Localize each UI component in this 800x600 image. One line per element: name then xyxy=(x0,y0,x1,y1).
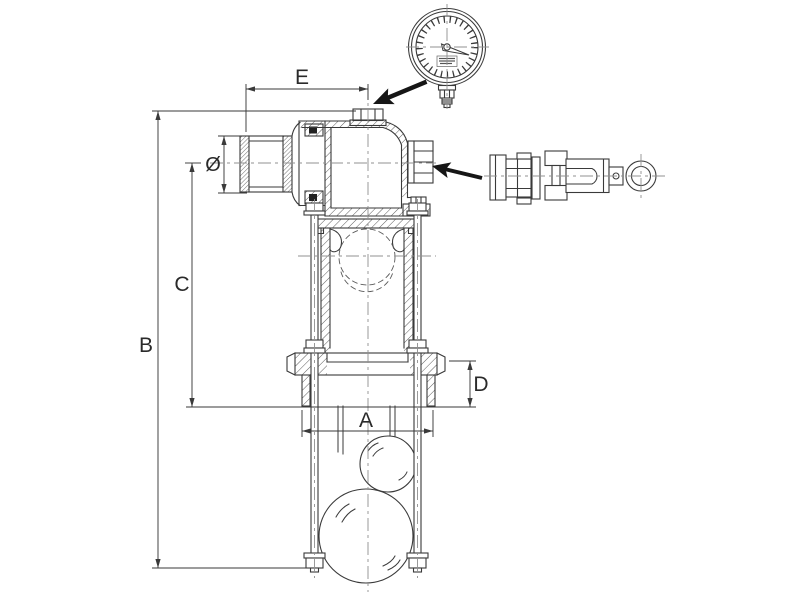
dimension-arrowheads xyxy=(155,86,473,568)
operating-key xyxy=(489,150,657,205)
gauge-callout-arrow xyxy=(373,79,428,105)
float-balls xyxy=(318,435,417,584)
ball-valve-dashed xyxy=(338,228,396,293)
key-callout-arrow xyxy=(432,162,483,180)
guide-struts xyxy=(337,405,396,455)
hose-nozzle xyxy=(239,120,326,207)
dimension-label-a: A xyxy=(359,409,373,432)
dimension-lines xyxy=(152,84,476,569)
dimension-label-d: D xyxy=(473,373,488,396)
centerlines xyxy=(210,4,667,592)
outlet-cap xyxy=(407,140,434,184)
dimension-label-e: E xyxy=(295,66,309,89)
gauge-tick-marks xyxy=(416,16,478,78)
dimension-label-diameter: Ø xyxy=(205,154,221,176)
dimension-label-b: B xyxy=(139,334,153,357)
dimension-label-c: C xyxy=(174,273,189,296)
callout-arrows xyxy=(373,79,483,180)
bottom-flange xyxy=(286,352,446,407)
